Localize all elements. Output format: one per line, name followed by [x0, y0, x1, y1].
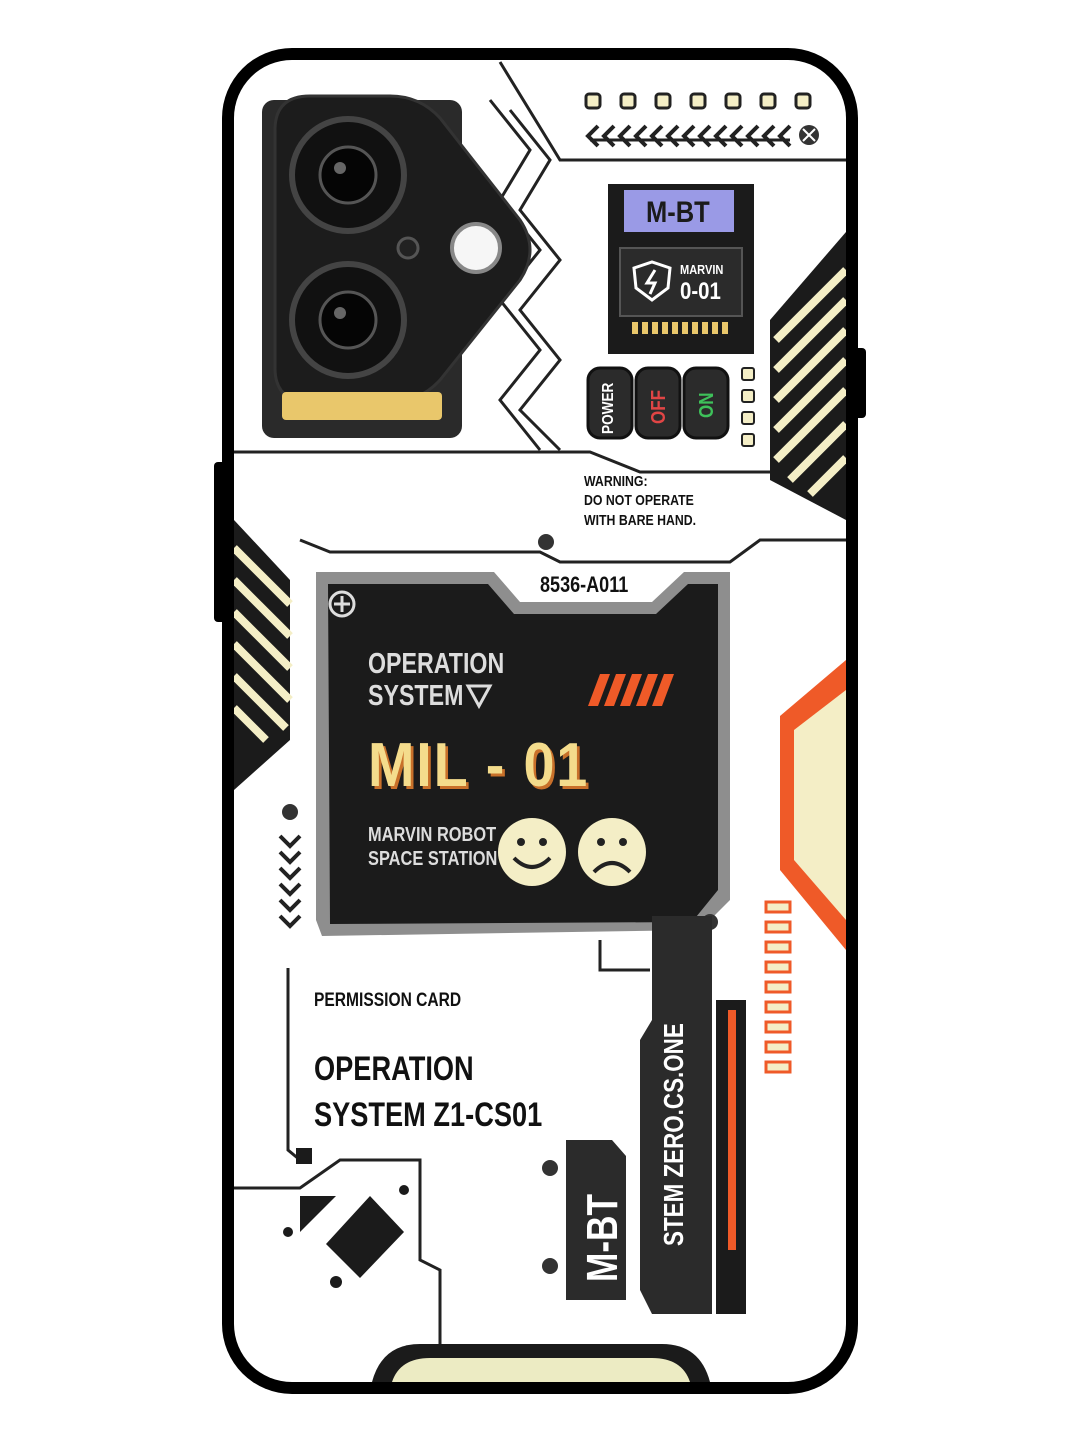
- camera-module: [262, 94, 532, 438]
- warning-line3: WITH BARE HAND.: [584, 512, 697, 529]
- warning-line1: WARNING:: [584, 473, 648, 490]
- hazard-stripes-left: [234, 520, 293, 790]
- panel-title: MIL - 01: [368, 731, 590, 800]
- main-panel: [316, 572, 730, 936]
- panel-os-line1: OPERATION: [368, 648, 505, 680]
- case-face: M-BT MARVIN 0-01 POWER OFF ON WARNING: D…: [234, 60, 846, 1382]
- smiley-sad-icon: [578, 818, 646, 886]
- smiley-happy-icon: [498, 818, 566, 886]
- hazard-stripes-right: [770, 232, 846, 520]
- switch-on-label[interactable]: ON: [696, 392, 718, 419]
- case-artwork: [234, 61, 846, 1382]
- flash-icon: [450, 222, 502, 274]
- badge-top-label: M-BT: [646, 196, 710, 229]
- status-dots: [584, 92, 812, 110]
- panel-sub-line1: MARVIN ROBOT: [368, 824, 497, 846]
- panel-code: 8536-A011: [540, 572, 629, 597]
- geometric-shapes: [283, 1148, 409, 1288]
- chevron-left-icon: [585, 124, 792, 148]
- permission-label: PERMISSION CARD: [314, 990, 462, 1011]
- side-button-volume: [214, 512, 226, 622]
- vertical-tag-label: STEM ZERO.CS.ONE: [658, 1023, 689, 1246]
- switch-off-label[interactable]: OFF: [648, 390, 670, 424]
- panel-os-line2: SYSTEM: [368, 680, 464, 712]
- side-button-power: [854, 348, 866, 418]
- warning-line2: DO NOT OPERATE: [584, 492, 694, 509]
- screw-icon: [328, 590, 356, 618]
- power-switches: [586, 366, 730, 440]
- bottom-badge: [566, 1140, 626, 1300]
- panel-sub-line2: SPACE STATION: [368, 848, 498, 870]
- op-line1: OPERATION: [314, 1050, 474, 1088]
- bottom-badge-label: M-BT: [578, 1194, 627, 1282]
- vertical-tag: [640, 916, 746, 1314]
- badge-code-label: 0-01: [680, 278, 721, 305]
- triangle-down-icon: [465, 684, 493, 710]
- badge-name-label: MARVIN: [680, 262, 724, 277]
- indicator-bars: [764, 900, 792, 1074]
- hexagon-right: [780, 660, 846, 950]
- switch-power-label[interactable]: POWER: [600, 382, 617, 434]
- lightning-shield-icon: [632, 260, 672, 302]
- badge-mbt: [608, 184, 754, 354]
- op-line2: SYSTEM Z1-CS01: [314, 1096, 543, 1134]
- chevron-down-icon: [278, 834, 302, 929]
